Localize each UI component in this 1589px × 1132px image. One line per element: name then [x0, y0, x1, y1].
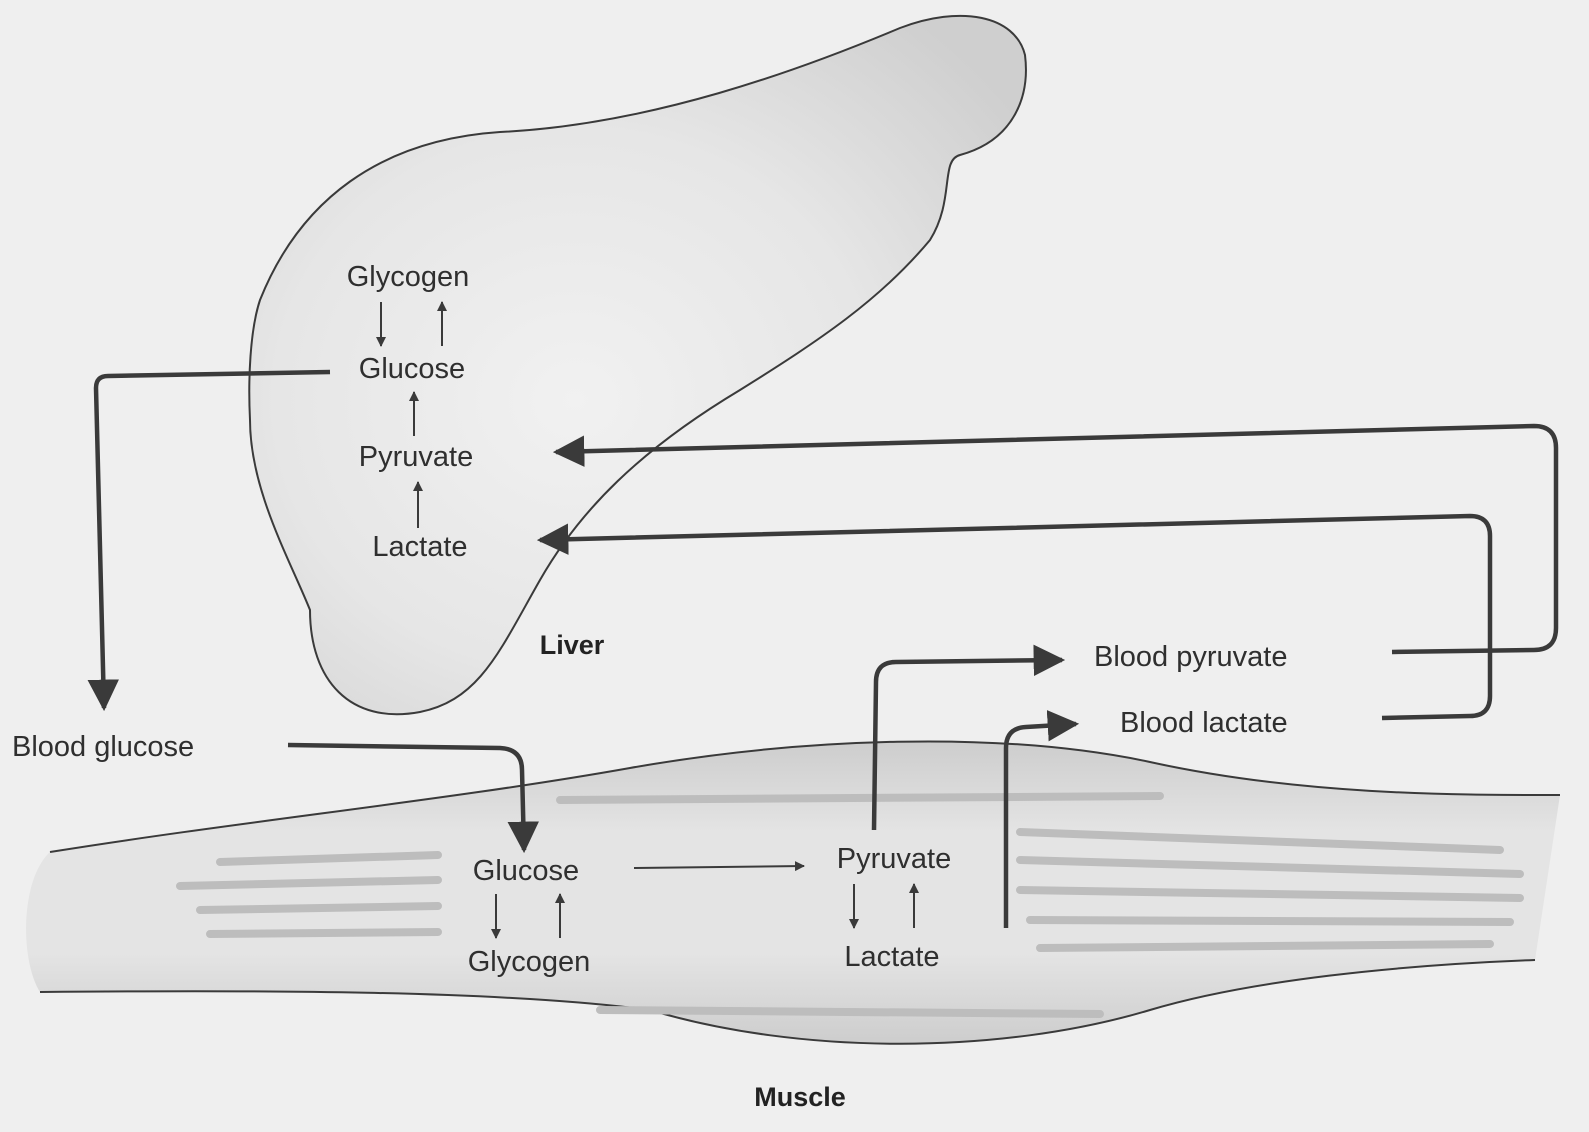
muscle-glycogen-label: Glycogen [468, 946, 591, 978]
liver-pyruvate-label: Pyruvate [359, 441, 473, 473]
muscle-pyruvate-label: Pyruvate [837, 843, 951, 875]
muscle-lactate-label: Lactate [844, 941, 939, 973]
blood-glucose-label: Blood glucose [12, 731, 194, 763]
liver-glycogen-label: Glycogen [347, 261, 470, 293]
blood-pyruvate-label: Blood pyruvate [1094, 641, 1287, 673]
liver-label: Liver [540, 630, 605, 660]
muscle-glucose-label: Glucose [473, 855, 579, 887]
arrow-blood-pyruvate-to-liver-pyruvate [556, 426, 1556, 652]
muscle-label: Muscle [754, 1082, 846, 1112]
liver-lactate-label: Lactate [372, 531, 467, 563]
arrow-blood-lactate-to-liver-lactate [540, 516, 1490, 718]
blood-lactate-label: Blood lactate [1120, 707, 1288, 739]
liver-glucose-label: Glucose [359, 353, 465, 385]
